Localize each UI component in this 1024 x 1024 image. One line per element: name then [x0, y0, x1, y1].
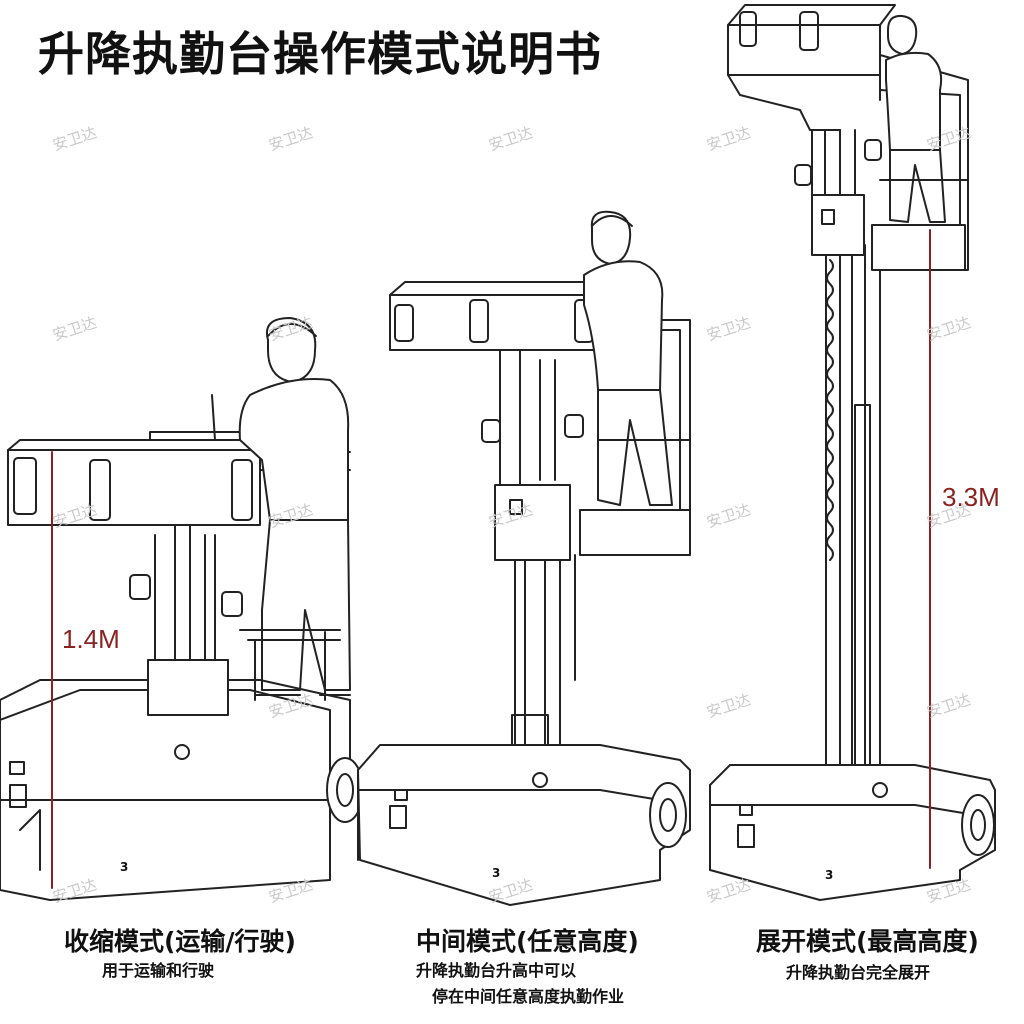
mode-desc-retracted: 用于运输和行驶 [102, 961, 215, 980]
operator-figure-2 [583, 210, 673, 506]
mode-title-middle: 中间模式(任意高度) [416, 927, 639, 956]
page-mark: 3 [825, 868, 834, 882]
middle-lift-drawing [357, 210, 691, 906]
retracted-lift-drawing [0, 317, 364, 901]
operator-figure-3 [885, 14, 946, 223]
operator-figure-1 [238, 317, 351, 696]
height-label-extended: 3.3M [942, 482, 1000, 512]
mode-desc-middle-line2: 停在中间任意高度执勤作业 [432, 987, 625, 1006]
page-mark: 3 [492, 866, 501, 880]
height-label-retracted: 1.4M [62, 624, 120, 654]
document-title: 升降执勤台操作模式说明书 [38, 27, 602, 81]
mode-desc-middle-line1: 升降执勤台升高中可以 [416, 961, 577, 980]
extended-lift-drawing [709, 4, 996, 901]
mode-desc-extended: 升降执勤台完全展开 [786, 963, 931, 982]
mode-title-extended: 展开模式(最高高度) [756, 927, 979, 956]
mode-title-retracted: 收缩模式(运输/行驶) [64, 927, 296, 956]
page-mark: 3 [120, 860, 129, 874]
